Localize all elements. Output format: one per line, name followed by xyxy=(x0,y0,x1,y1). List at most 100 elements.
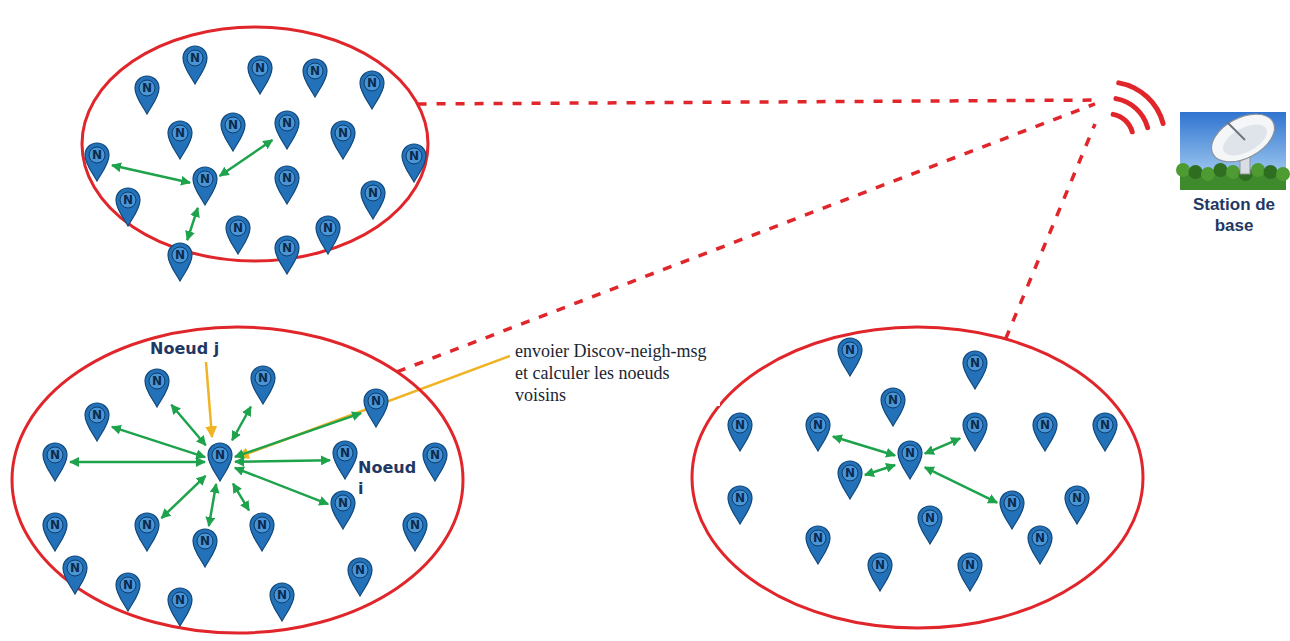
pin-body xyxy=(63,556,87,594)
sensor-node: N xyxy=(134,75,160,115)
pin-body xyxy=(806,526,830,564)
node-name: Noeud j xyxy=(150,338,219,359)
node-letter: N xyxy=(167,590,193,610)
photo-tree xyxy=(1214,163,1228,177)
node-letter: N xyxy=(269,585,295,605)
neighbor-link xyxy=(161,476,205,518)
pin-body xyxy=(331,121,355,159)
sensor-node: N xyxy=(62,555,88,595)
node-letter: N xyxy=(897,443,923,463)
node-letter: N xyxy=(1027,528,1053,548)
pin-body xyxy=(868,553,892,591)
sensor-node: N xyxy=(167,587,193,627)
node-letter: N xyxy=(84,145,110,165)
pin-body xyxy=(1000,491,1024,529)
pin-body xyxy=(361,181,385,219)
sensor-node: N xyxy=(84,142,110,182)
sensor-node: N xyxy=(115,187,141,227)
sensor-node: N xyxy=(302,58,328,98)
sensor-node: N xyxy=(269,582,295,622)
neighbor-link xyxy=(925,467,997,502)
node-letter: N xyxy=(167,245,193,265)
sensor-node: N xyxy=(182,45,208,85)
sensor-node: N xyxy=(167,120,193,160)
photo-tree xyxy=(1201,167,1215,181)
sensor-node: N xyxy=(805,525,831,565)
sensor-node: N xyxy=(247,55,273,95)
pin-body xyxy=(402,144,426,182)
sensor-node: N xyxy=(999,490,1025,530)
pin-body xyxy=(806,413,830,451)
sensor-node: N xyxy=(274,165,300,205)
sensor-node: N xyxy=(192,166,218,206)
leader-line xyxy=(206,362,212,437)
base-station-picture xyxy=(1095,60,1288,242)
neighbor-link xyxy=(833,437,895,456)
pin-body xyxy=(918,506,942,544)
pin-body xyxy=(423,443,447,481)
sensor-node: N xyxy=(402,512,428,552)
node-letter: N xyxy=(962,353,988,373)
node-letter: N xyxy=(247,58,273,78)
sensor-node: N xyxy=(274,110,300,150)
sensor-node: N xyxy=(880,387,906,427)
sensor-node: N xyxy=(1092,412,1118,452)
neighbor-link xyxy=(235,460,330,462)
dish-inner xyxy=(1218,118,1272,162)
sensor-node: N xyxy=(225,215,251,255)
pin-body xyxy=(226,216,250,254)
pin-body xyxy=(1028,526,1052,564)
node-letter: N xyxy=(401,146,427,166)
sensor-node: N xyxy=(360,180,386,220)
pin-body xyxy=(43,513,67,551)
cluster-ellipse xyxy=(692,327,1143,628)
pin-body xyxy=(168,243,192,281)
signal-arc xyxy=(1116,99,1148,128)
dish xyxy=(1204,104,1283,171)
node-letter: N xyxy=(347,560,373,580)
pin-body xyxy=(331,491,355,529)
neighbor-link xyxy=(187,208,198,240)
node-letter: N xyxy=(1064,488,1090,508)
signal-arc xyxy=(1113,114,1132,131)
pin-body xyxy=(248,56,272,94)
photo-tree xyxy=(1276,167,1290,181)
pin-body xyxy=(316,216,340,254)
node-letter: N xyxy=(363,391,389,411)
node-letter: N xyxy=(332,443,358,463)
note-text: envoier Discov-neigh-msg et calculer les… xyxy=(515,340,720,406)
sensor-node: N xyxy=(207,442,233,482)
pin-body xyxy=(403,513,427,551)
pin-body xyxy=(183,46,207,84)
cluster-ellipse xyxy=(82,27,428,261)
sensor-node: N xyxy=(167,242,193,282)
node-letter: N xyxy=(207,445,233,465)
base-station: Station de base xyxy=(1095,60,1288,242)
node-letter: N xyxy=(134,515,160,535)
node-letter: N xyxy=(1092,415,1118,435)
node-letter: N xyxy=(302,61,328,81)
node-letter: N xyxy=(62,558,88,578)
node-letter: N xyxy=(360,183,386,203)
neighbor-link xyxy=(171,405,205,445)
sensor-node: N xyxy=(805,412,831,452)
sensor-node: N xyxy=(962,350,988,390)
node-letter: N xyxy=(220,115,246,135)
pin-body xyxy=(250,513,274,551)
photo-tree xyxy=(1264,165,1278,179)
sensor-node: N xyxy=(249,512,275,552)
neighbor-link xyxy=(232,407,251,441)
sensor-node: N xyxy=(250,365,276,405)
sensor-node: N xyxy=(962,412,988,452)
node-letter: N xyxy=(837,463,863,483)
cluster-region: NNNNNNNNNNNNNNNNNNN xyxy=(10,325,465,635)
node-letter: N xyxy=(249,515,275,535)
photo-tree xyxy=(1251,163,1265,177)
cluster-ellipse xyxy=(12,327,463,633)
sensor-node: N xyxy=(837,337,863,377)
pin-body xyxy=(364,389,388,427)
neighbor-link xyxy=(235,468,328,504)
photo-tree xyxy=(1189,165,1203,179)
node-letter: N xyxy=(274,238,300,258)
pin-body xyxy=(193,529,217,567)
